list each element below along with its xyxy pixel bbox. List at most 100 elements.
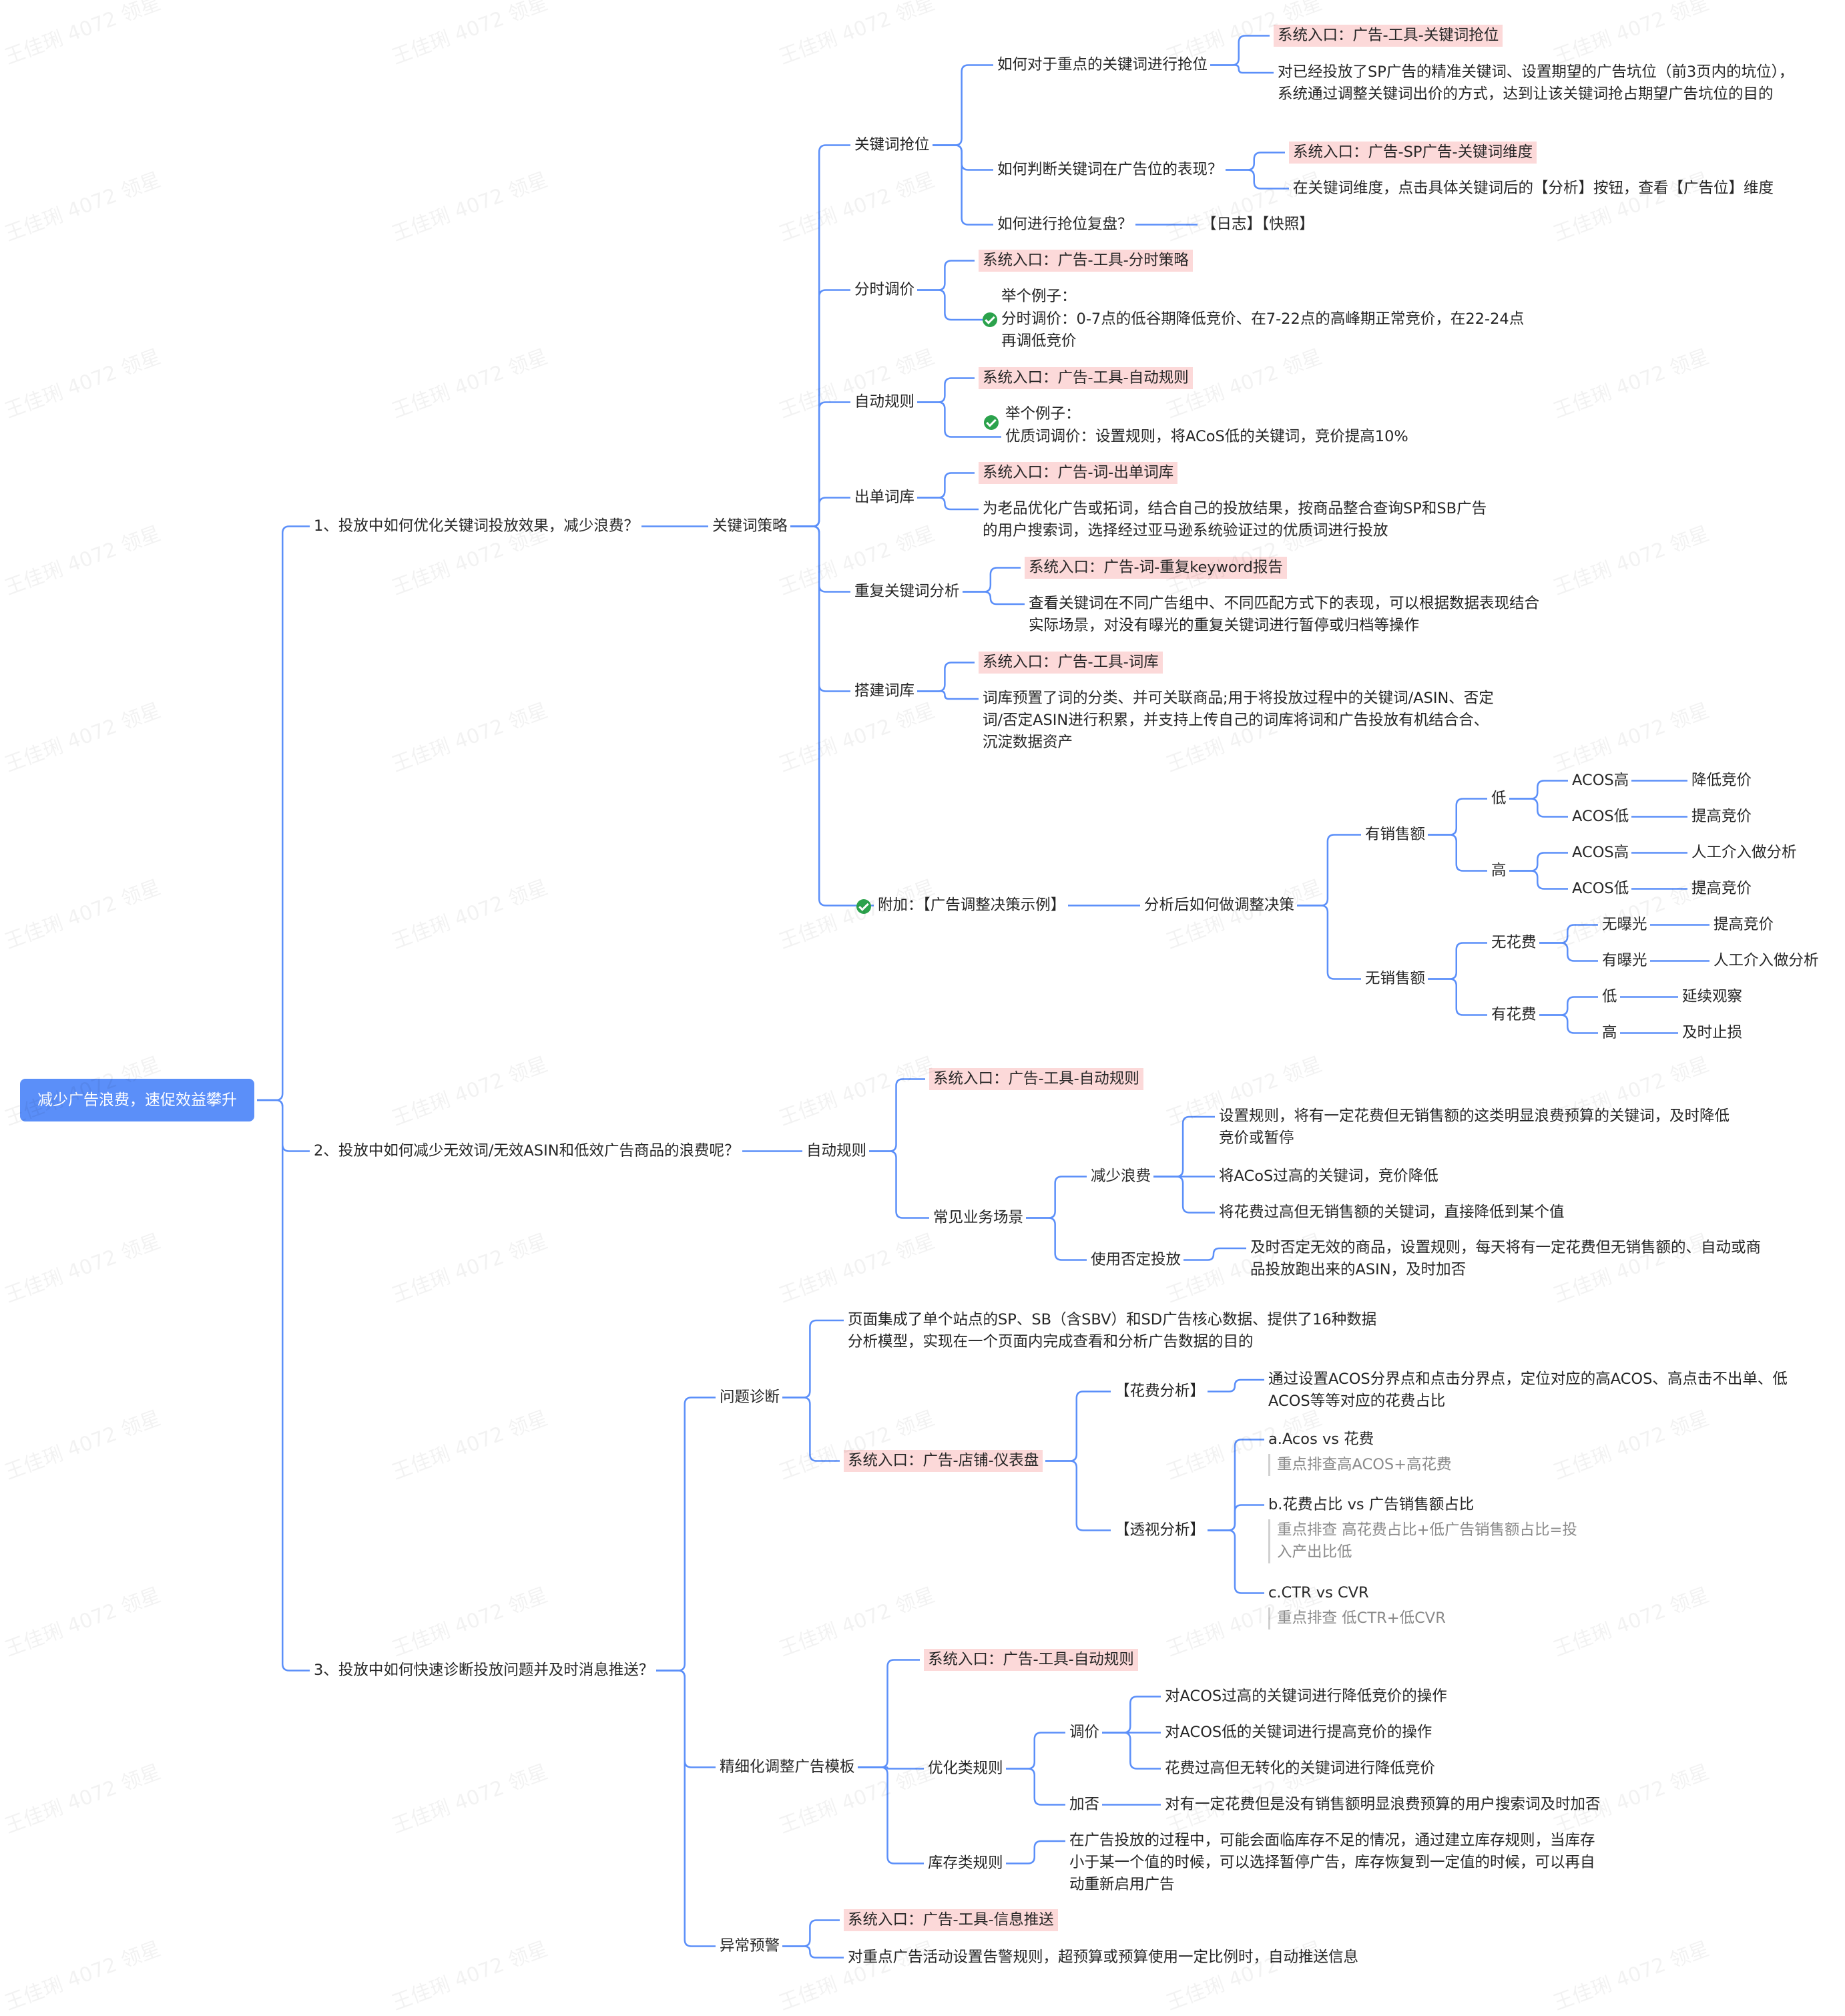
no-impression[interactable]: 无曝光 xyxy=(1602,916,1647,933)
has-impression[interactable]: 有曝光 xyxy=(1602,952,1647,969)
connector xyxy=(1153,1115,1215,1178)
connector xyxy=(1102,1696,1161,1734)
raise-bid: 提高竞价 xyxy=(1714,916,1774,933)
root-node[interactable]: 减少广告浪费，速促效益攀升 xyxy=(20,1079,254,1121)
connector xyxy=(858,1659,920,1768)
template-entry[interactable]: 系统入口：广告-工具-自动规则 xyxy=(924,1649,1138,1671)
connector xyxy=(782,1319,844,1399)
how-review[interactable]: 如何进行抢位复盘？ xyxy=(997,216,1133,233)
auto-rule-entry[interactable]: 系统入口：广告-工具-自动规则 xyxy=(929,1068,1143,1090)
diagnosis-desc: 页面集成了单个站点的SP、SB（含SBV）和SD广告核心数据、提供了16种数据分… xyxy=(848,1311,1377,1350)
how-grab[interactable]: 如何对于重点的关键词进行抢位 xyxy=(997,56,1208,73)
keyword-strategy[interactable]: 关键词策略 xyxy=(712,517,788,535)
negative-add-desc: 对有一定花费但是没有销售额明显浪费预算的用户搜索词及时加否 xyxy=(1165,1796,1601,1813)
optimization-rules[interactable]: 优化类规则 xyxy=(928,1760,1003,1777)
how-judge-entry[interactable]: 系统入口：广告-SP广告-关键词维度 xyxy=(1289,142,1537,164)
with-sales[interactable]: 有销售额 xyxy=(1365,826,1426,843)
how-review-desc: 【日志】【快照】 xyxy=(1202,216,1314,233)
no-spend[interactable]: 无花费 xyxy=(1491,934,1537,951)
connector xyxy=(790,497,850,527)
question-1[interactable]: 1、投放中如何优化关键词投放效果，减少浪费？ xyxy=(314,517,639,535)
addon-decision-example[interactable]: 附加：【广告调整决策示例】 xyxy=(878,897,1066,914)
keyword-rank-grab[interactable]: 关键词抢位 xyxy=(854,136,930,154)
connector xyxy=(1539,1014,1598,1034)
diagnosis-entry[interactable]: 系统入口：广告-店铺-仪表盘 xyxy=(844,1450,1043,1472)
auto-rule[interactable]: 自动规则 xyxy=(854,393,915,411)
acos-low[interactable]: ACOS低 xyxy=(1572,880,1629,897)
pivot-a: a.Acos vs 花费 xyxy=(1268,1431,1374,1448)
dayparting-entry[interactable]: 系统入口：广告-工具-分时策略 xyxy=(979,250,1193,272)
manual-analysis: 人工介入做分析 xyxy=(1691,844,1797,861)
connector xyxy=(790,525,874,907)
order-keyword-library[interactable]: 出单词库 xyxy=(854,489,915,506)
question-3[interactable]: 3、投放中如何快速诊断投放问题并及时消息推送？ xyxy=(314,1662,654,1679)
negative-targeting[interactable]: 使用否定投放 xyxy=(1091,1251,1181,1268)
bid-adjust[interactable]: 调价 xyxy=(1069,1724,1100,1741)
problem-diagnosis[interactable]: 问题诊断 xyxy=(720,1389,780,1406)
connector xyxy=(917,377,975,403)
build-library-entry[interactable]: 系统入口：广告-工具-词库 xyxy=(979,652,1163,674)
connector xyxy=(1509,870,1568,890)
connector xyxy=(257,525,310,1101)
check-icon xyxy=(984,415,999,430)
decision-after-analysis[interactable]: 分析后如何做调整决策 xyxy=(1144,897,1295,914)
inventory-rules[interactable]: 库存类规则 xyxy=(928,1854,1003,1872)
dayparting-example-title: 举个例子： xyxy=(1001,288,1077,305)
spend-analysis-desc: 通过设置ACOS分界点和点击分界点，定位对应的高ACOS、高点击不出单、低ACO… xyxy=(1268,1370,1788,1410)
negative-add[interactable]: 加否 xyxy=(1069,1796,1100,1813)
connector xyxy=(1509,780,1568,800)
connector xyxy=(1428,798,1487,836)
has-spend[interactable]: 有花费 xyxy=(1491,1006,1537,1023)
alert-entry[interactable]: 系统入口：广告-工具-信息推送 xyxy=(844,1909,1058,1931)
auto-rule[interactable]: 自动规则 xyxy=(806,1142,867,1160)
connector xyxy=(917,260,975,291)
dayparting[interactable]: 分时调价 xyxy=(854,281,915,298)
connector xyxy=(1026,1176,1087,1219)
acos-low[interactable]: ACOS低 xyxy=(1572,808,1629,825)
high-node[interactable]: 高 xyxy=(1491,862,1507,879)
no-sales[interactable]: 无销售额 xyxy=(1365,970,1426,987)
low-node[interactable]: 低 xyxy=(1491,790,1507,807)
acos-high[interactable]: ACOS高 xyxy=(1572,844,1629,861)
rule-low-bid-no-sales: 设置规则，将有一定花费但无销售额的这类明显浪费预算的关键词，及时降低竞价或暂停 xyxy=(1219,1107,1730,1147)
duplicate-keyword-entry[interactable]: 系统入口：广告-词-重复keyword报告 xyxy=(1025,557,1287,579)
how-grab-entry[interactable]: 系统入口：广告-工具-关键词抢位 xyxy=(1274,25,1503,47)
anomaly-alert[interactable]: 异常预警 xyxy=(720,1937,780,1955)
connector xyxy=(917,690,979,700)
build-keyword-library[interactable]: 搭建词库 xyxy=(854,682,915,700)
reduce-waste[interactable]: 减少浪费 xyxy=(1091,1168,1151,1185)
connector xyxy=(1539,942,1598,962)
connector xyxy=(1026,1217,1087,1261)
connector xyxy=(917,472,975,499)
connector xyxy=(790,525,850,692)
duplicate-keyword-analysis[interactable]: 重复关键词分析 xyxy=(854,583,960,600)
how-judge[interactable]: 如何判断关键词在广告位的表现？ xyxy=(997,161,1223,178)
connector xyxy=(1208,1378,1264,1393)
duplicate-keyword-desc: 查看关键词在不同广告组中、不同匹配方式下的表现，可以根据数据表现结合实际场景，对… xyxy=(1029,595,1540,634)
acos-high[interactable]: ACOS高 xyxy=(1572,772,1629,789)
connector xyxy=(858,1766,924,1770)
common-scenes[interactable]: 常见业务场景 xyxy=(933,1209,1024,1226)
auto-rule-entry[interactable]: 系统入口：广告-工具-自动规则 xyxy=(979,367,1193,389)
high-node[interactable]: 高 xyxy=(1602,1024,1617,1041)
raise-bid: 提高竞价 xyxy=(1691,808,1752,825)
connector xyxy=(1210,64,1274,74)
connector xyxy=(917,401,1001,438)
low-node[interactable]: 低 xyxy=(1602,988,1617,1005)
rule-no-conversion-lower: 花费过高但无转化的关键词进行降低竞价 xyxy=(1165,1760,1436,1777)
stop-loss: 及时止损 xyxy=(1682,1024,1743,1041)
connector xyxy=(1208,1504,1264,1531)
connector xyxy=(963,591,1025,605)
connector xyxy=(790,144,850,527)
alert-desc: 对重点广告活动设置告警规则，超预算或预算使用一定比例时，自动推送信息 xyxy=(848,1949,1359,1966)
fine-tune-template[interactable]: 精细化调整广告模板 xyxy=(720,1758,855,1776)
inventory-rules-desc: 在广告投放的过程中，可能会面临库存不足的情况，通过建立库存规则，当库存小于某一个… xyxy=(1069,1832,1595,1893)
auto-rule-example-title: 举个例子： xyxy=(1005,405,1081,423)
spend-analysis[interactable]: 【花费分析】 xyxy=(1115,1382,1206,1400)
connector xyxy=(1509,852,1568,872)
order-library-entry[interactable]: 系统入口：广告-词-出单词库 xyxy=(979,462,1178,484)
question-2[interactable]: 2、投放中如何减少无效词/无效ASIN和低效广告商品的浪费呢？ xyxy=(314,1142,740,1160)
connector xyxy=(1226,152,1285,171)
pivot-analysis[interactable]: 【透视分析】 xyxy=(1115,1521,1206,1539)
